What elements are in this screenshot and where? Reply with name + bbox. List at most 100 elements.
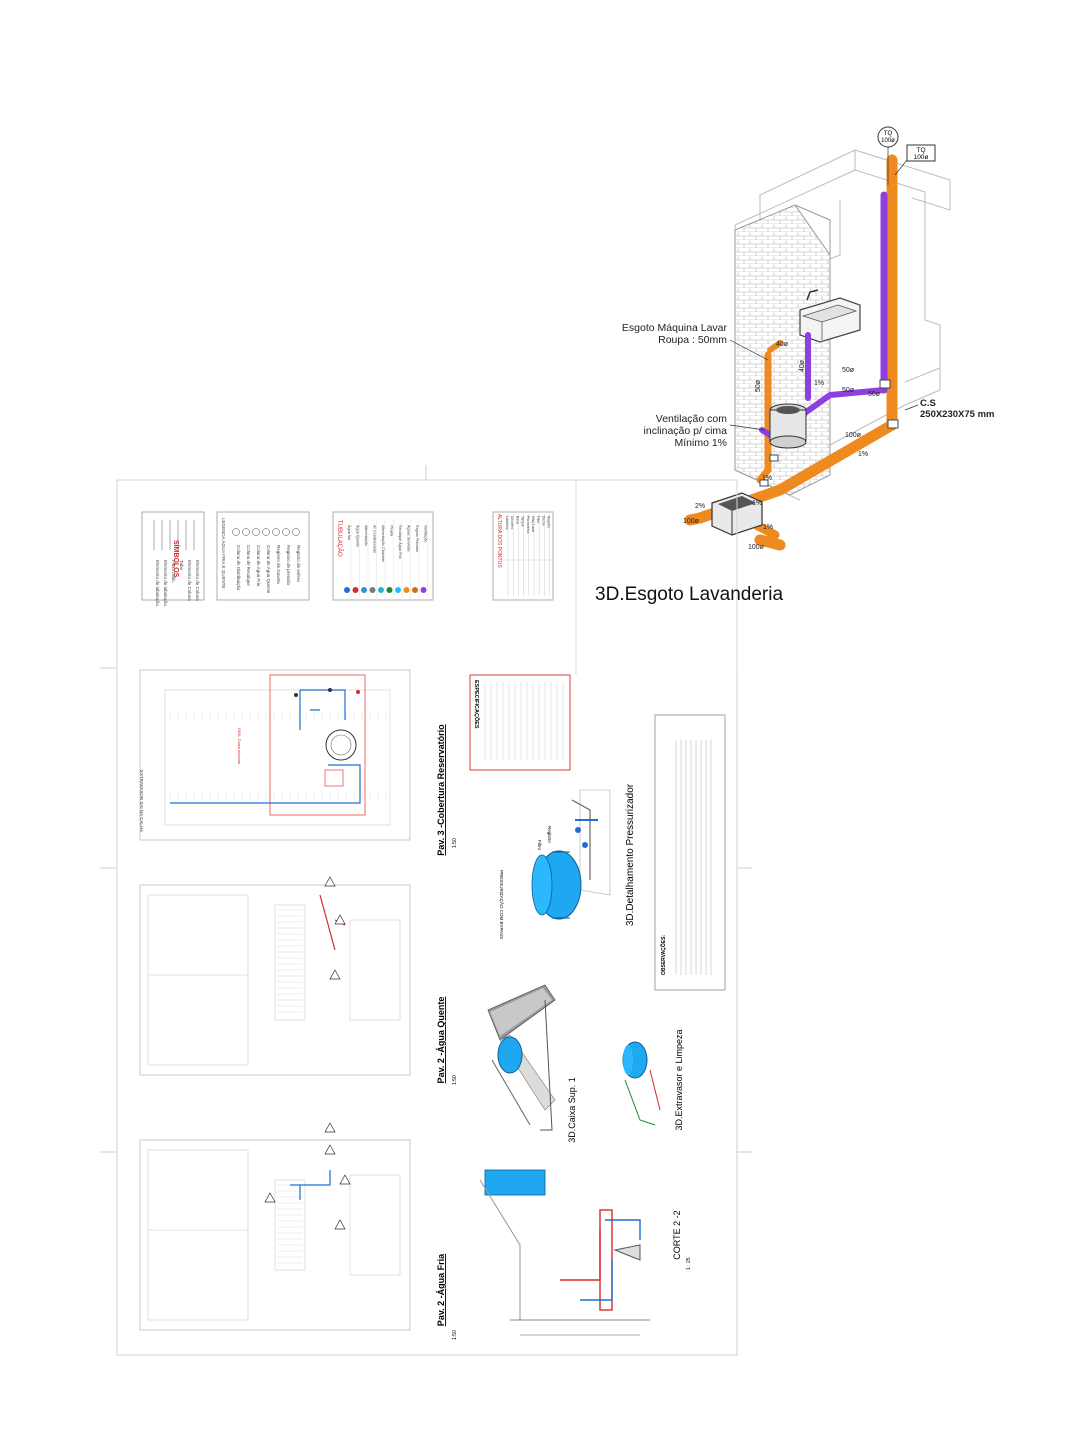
isometric-sewer-laundry-view: TQ 100ø TQ 100ø 50ø 40ø 50ø 1% 50ø 50ø 1… xyxy=(683,126,951,551)
section-corte: CORTE 2 -2 1 : 25 xyxy=(479,1169,692,1336)
legend-altura-item: Ducha xyxy=(541,516,545,526)
legend-pipe-item: Água Quente xyxy=(356,525,360,547)
legend-pipe-color-swatch xyxy=(395,587,401,593)
scale-agua-quente: 1:50 xyxy=(452,1075,458,1085)
tq-tag-b-line2: 100ø xyxy=(914,154,929,161)
dim-label: 50ø xyxy=(868,391,881,398)
legend-simbolo-item: Tubo xyxy=(179,560,184,571)
title-esgoto-lavanderia: 3D.Esgoto Lavanderia xyxy=(595,584,784,605)
plan-sheet: SÍMBOLOS Elemento de tubulação Elemento d… xyxy=(100,465,752,1356)
title-pressurizador: 3D.Detalhamento Pressurizador xyxy=(625,783,636,926)
dim-label: 1% xyxy=(858,451,868,458)
plan-cobertura-reservatorio: OBS: Caixa elevada EXTRAVASOR SAI NA CAL… xyxy=(139,669,458,856)
dim-label: 100ø xyxy=(748,544,765,551)
pipe-dimension-labels: 50ø 40ø 50ø 1% 50ø 50ø 100ø 1% 1% 100ø 1… xyxy=(683,341,881,551)
legend-pipe-color-swatch xyxy=(352,587,359,593)
sheet-edge-ticks xyxy=(100,465,752,1153)
filtro-label: Filtro xyxy=(537,840,542,850)
pressurizador-3d: PRESSURIZAÇÃO COM BYPASS Registro Filtro… xyxy=(499,783,636,939)
legend-altura-item: Lavatório xyxy=(505,516,509,530)
callout-vent-line3: Mínimo 1% xyxy=(674,437,727,449)
legend-agua-title: LEGENDA ÁGUA FRIA E QUENTE xyxy=(221,518,227,589)
title-agua-quente: Pav. 2 -Água Quente xyxy=(436,997,446,1084)
dim-label: 40ø xyxy=(799,359,806,372)
legend-simbolos: SÍMBOLOS Elemento de tubulação Elemento d… xyxy=(141,511,205,607)
legend-simbolo-item: Elemento de Coluna xyxy=(195,560,200,601)
callout-machine-line2: Roupa : 50mm xyxy=(658,334,727,346)
legend-altura-item: Bacia xyxy=(515,516,519,524)
legend-simbolo-item: Elemento de Coluna xyxy=(187,560,192,601)
legend-agua-item: Coluna de Água Quente xyxy=(266,545,272,594)
title-caixa: 3D.Caixa Sup. 1 xyxy=(567,1077,577,1143)
callout-vent-line1: Ventilação com xyxy=(655,413,727,425)
observacoes-title: OBSERVAÇÕES: xyxy=(660,935,667,975)
legend-altura-item: Pia cozinha xyxy=(526,516,530,533)
legend-tubulacao: TUBULAÇÃO Água fria Água Quente Alimentaçã… xyxy=(332,511,434,601)
especificacoes-box: ESPECIFICAÇÕES xyxy=(469,674,571,771)
dim-label: 2% xyxy=(695,503,705,510)
especificacoes-title: ESPECIFICAÇÕES xyxy=(473,680,480,729)
scale-agua-fria: 1:50 xyxy=(452,1330,458,1340)
legend-pipe-item: Ar Condicionado xyxy=(373,525,377,553)
dim-label: 1% xyxy=(762,475,772,482)
legend-agua-item: Coluna de Recalque xyxy=(246,545,251,586)
red-note: OBS: Caixa elevada xyxy=(237,728,242,765)
observacoes-box: OBSERVAÇÕES: xyxy=(654,714,726,991)
legend-pipe-color-swatch xyxy=(378,587,384,593)
legend-simbolos-title: SÍMBOLOS xyxy=(172,540,181,578)
legend-pipe-color-swatch xyxy=(344,587,350,593)
title-cobertura: Pav. 3 -Cobertura Reservatório xyxy=(436,724,446,856)
pressurizacao-label: PRESSURIZAÇÃO COM BYPASS xyxy=(499,870,505,939)
siphon-box-icon xyxy=(769,403,807,449)
legend-pipe-color-swatch xyxy=(420,587,427,593)
legend-altura-item: Registro xyxy=(547,516,551,528)
tq-tag-a-line2: 100ø xyxy=(881,138,895,144)
legend-agua: LEGENDA ÁGUA FRIA E QUENTE Coluna de Dis… xyxy=(216,511,310,601)
legend-pipe-item: Alimentação Chuveiro xyxy=(381,525,385,562)
legend-agua-item: Coluna de Distribuição xyxy=(236,545,241,591)
title-agua-fria: Pav. 2 -Água Fria xyxy=(436,1253,446,1326)
legend-pipe-item: Água fria xyxy=(347,525,351,541)
legend-simbolo-item: Elemento de tubulação xyxy=(155,560,160,607)
callout-vent: Ventilação com inclinação p/ cima Mínimo… xyxy=(585,413,727,449)
legend-pipe-item: Ventilação xyxy=(424,525,428,543)
legend-pipe-item: Pluvial xyxy=(390,525,394,536)
legend-pipe-color-swatch xyxy=(369,587,376,593)
title-corte: CORTE 2 -2 xyxy=(672,1210,682,1259)
scale-corte: 1 : 25 xyxy=(686,1257,692,1270)
tq-tag-upper: TQ 100ø xyxy=(877,126,899,185)
legend-agua-item: Registro de Gaveta xyxy=(276,545,281,584)
callout-cs-line2: 250X230X75 mm xyxy=(920,409,995,420)
dim-label: 50ø xyxy=(755,379,762,392)
laundry-tank-icon xyxy=(799,289,861,343)
legend-tubulacao-title: TUBULAÇÃO xyxy=(336,520,343,557)
legend-agua-item: Registro de pressão xyxy=(286,545,291,586)
leader-lines xyxy=(729,339,919,431)
legend-pipe-color-swatch xyxy=(361,587,367,593)
dim-label: 40ø xyxy=(776,341,789,348)
legend-alturas-title: ALTURA DOS PONTOS xyxy=(496,514,502,568)
callout-machine-drain: Esgoto Máquina Lavar Roupa : 50mm xyxy=(585,322,727,346)
title-extravasor: 3D.Extravasor e Limpeza xyxy=(674,1029,684,1130)
pipe-fittings xyxy=(759,379,899,487)
dim-label: 100ø xyxy=(845,432,862,439)
dim-label: 1% xyxy=(752,500,762,507)
callout-cs-line1: C.S xyxy=(920,398,936,409)
legend-pipe-item: Águas Servidas xyxy=(407,525,411,552)
legend-pipe-color-swatch xyxy=(403,587,410,593)
legend-altura-item: Máq. Lavar xyxy=(531,516,535,533)
tq-tag-a-line1: TQ xyxy=(884,131,893,137)
legend-pipe-item: Recalque Água Fria xyxy=(398,525,402,559)
plan-agua-quente: Pav. 2 -Água Quente 1:50 xyxy=(139,876,458,1085)
tq-tag-side: TQ 100ø xyxy=(894,144,936,176)
legend-pipe-color-swatch xyxy=(412,587,418,593)
registro-label: Registro xyxy=(547,826,552,843)
legend-simbolo-item: Fluxo Indic. xyxy=(171,560,176,583)
callout-vent-line2: inclinação p/ cima xyxy=(643,425,727,437)
dim-label: 50ø xyxy=(842,367,855,374)
legend-pipe-color-swatch xyxy=(386,587,393,593)
legend-altura-item: Tanque xyxy=(521,516,525,527)
legend-pipe-item: Esgoto Primário xyxy=(415,525,419,552)
